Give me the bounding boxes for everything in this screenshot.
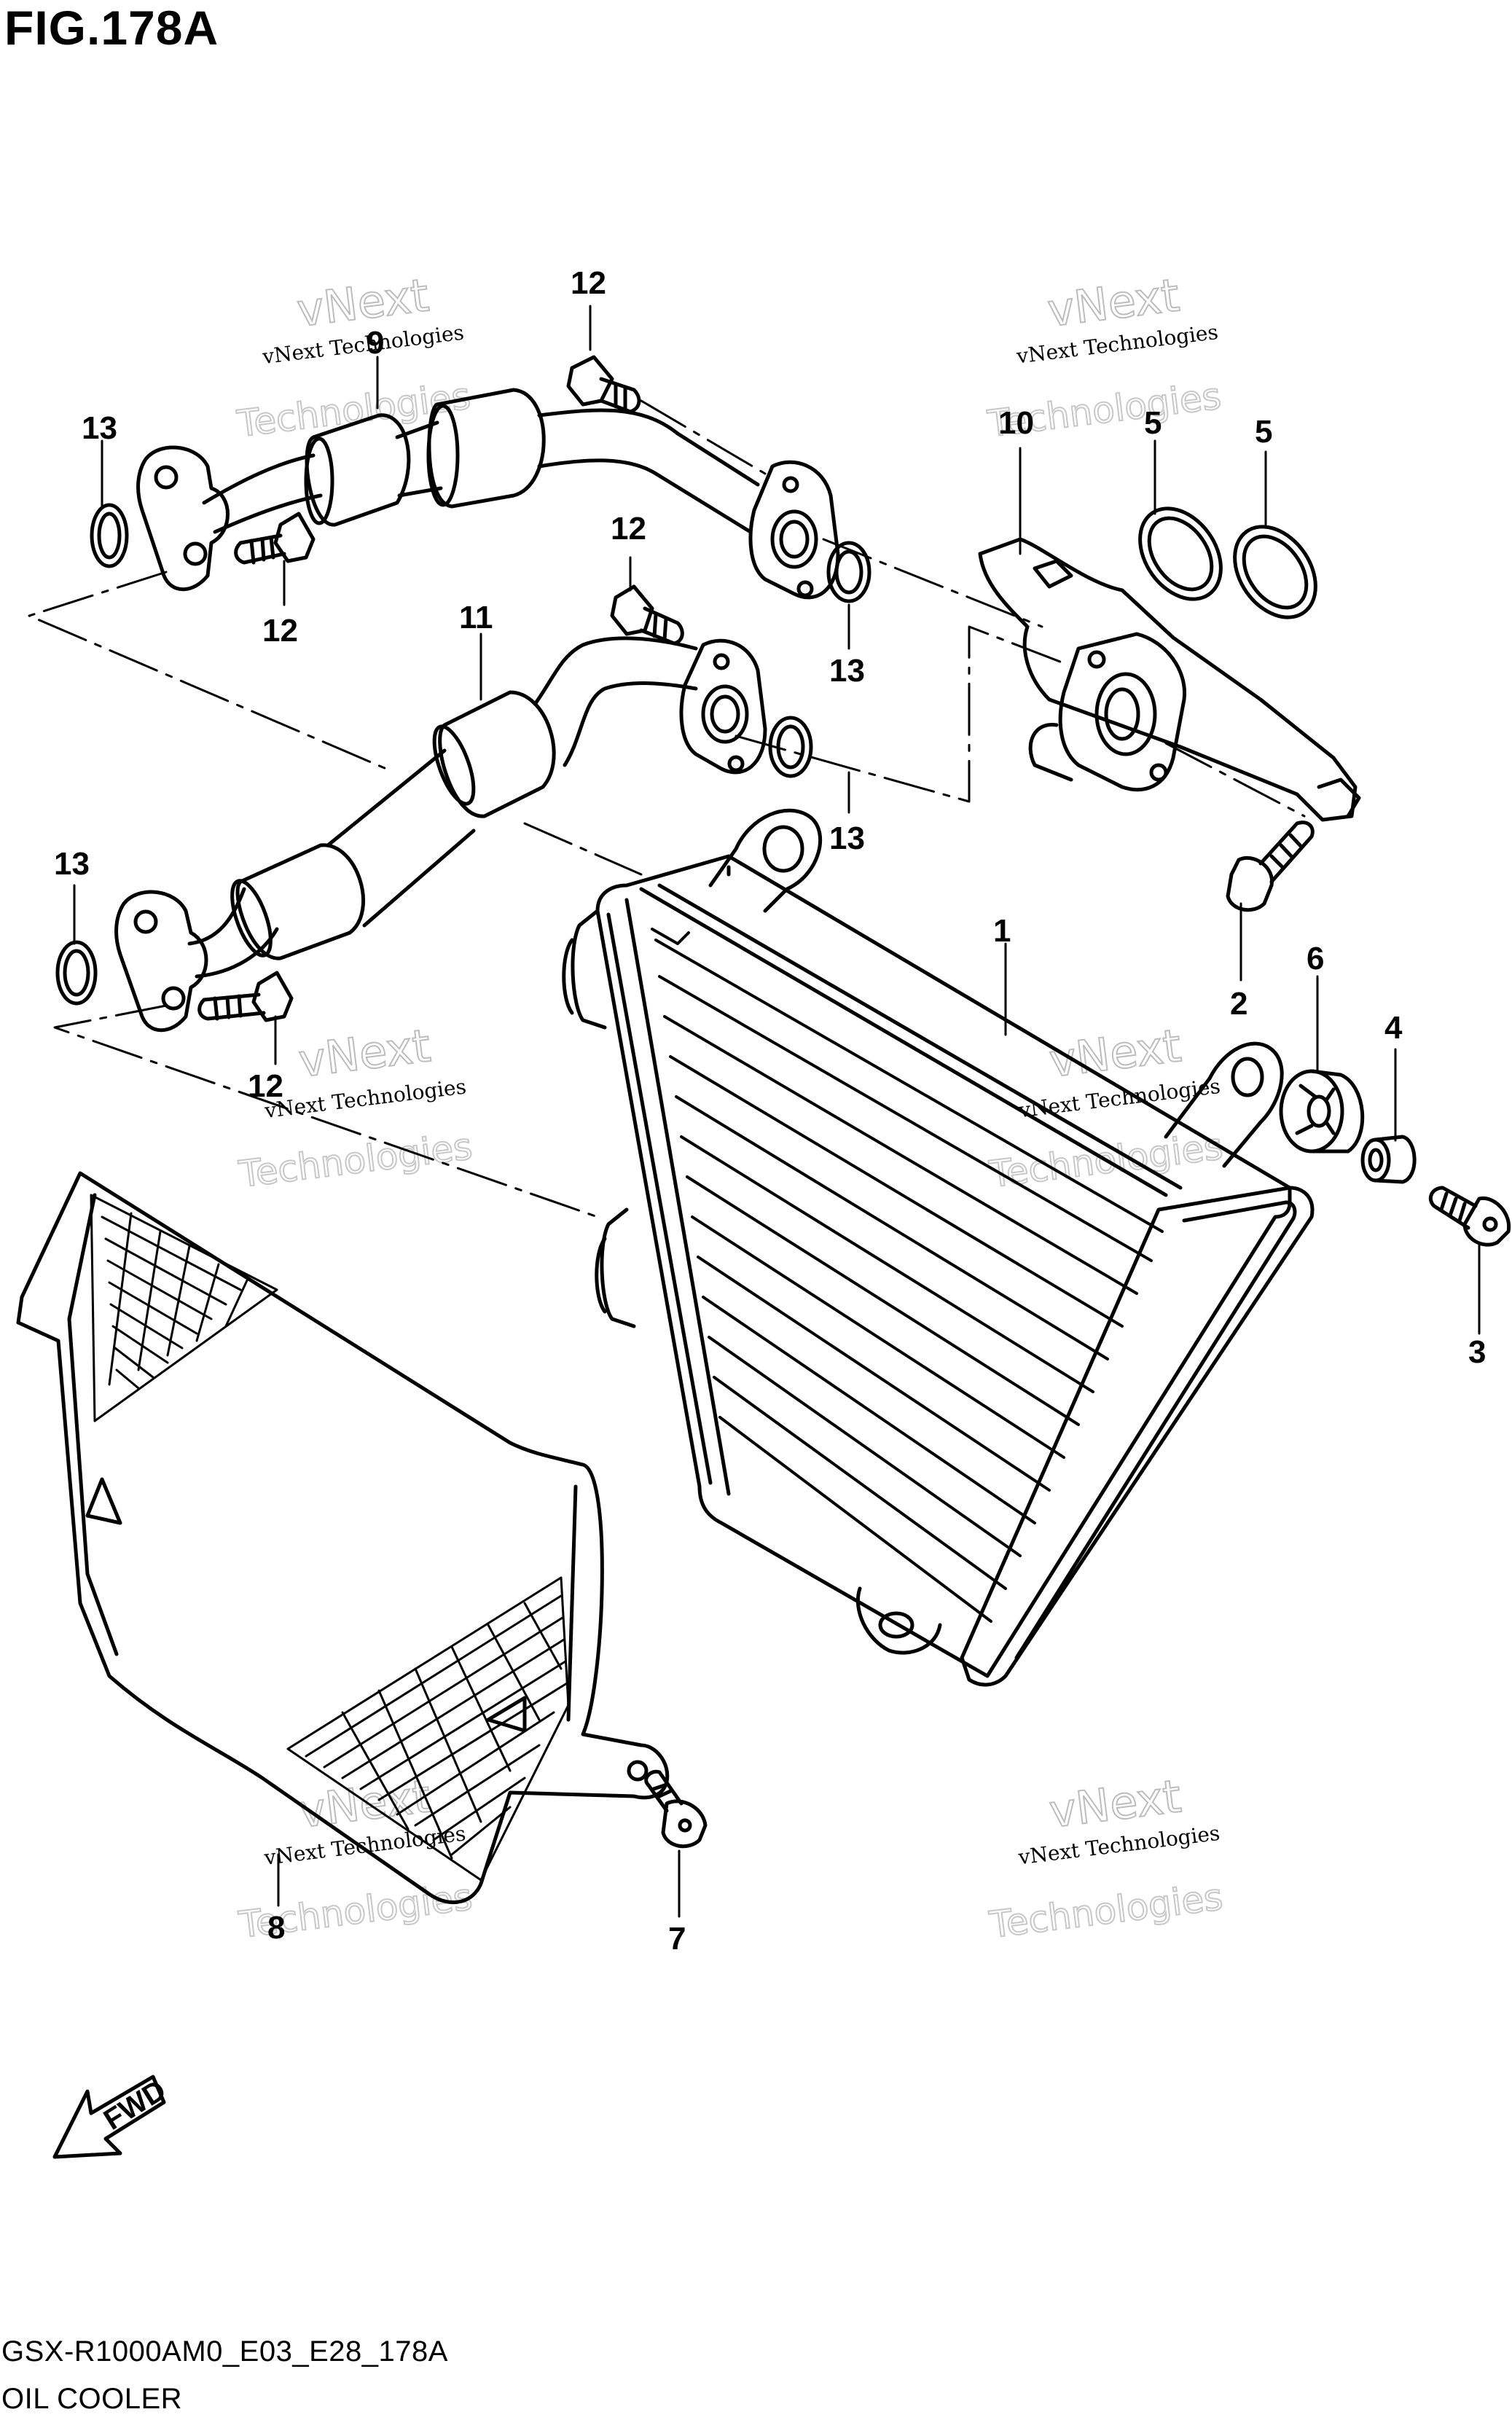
bolt-2 <box>1226 821 1315 912</box>
oil-hose-9 <box>136 388 840 600</box>
watermark-top-left: vNext Technologies vNext Technologies <box>234 267 474 446</box>
callout-7: 7 <box>668 1921 686 1957</box>
callout-8: 8 <box>267 1910 285 1946</box>
callout-12-top: 12 <box>571 265 606 301</box>
watermark-bottom-right: vNext Technologies vNext Technologies <box>986 1769 1226 1947</box>
svg-text:vNext Technologies: vNext Technologies <box>262 1074 467 1123</box>
o-ring-5-left <box>1138 506 1223 601</box>
callout-9: 9 <box>367 325 384 361</box>
bolt-7 <box>644 1769 708 1849</box>
collar-4 <box>1360 1135 1417 1184</box>
bolt-12-top <box>566 355 641 414</box>
callout-13-lower-left: 13 <box>54 846 90 882</box>
svg-text:Technologies: Technologies <box>987 1876 1225 1946</box>
callout-3: 3 <box>1468 1334 1486 1370</box>
callout-10: 10 <box>998 405 1034 441</box>
oil-cooler-fins <box>651 928 1164 1623</box>
grommet-6 <box>1279 1069 1365 1154</box>
watermark-bottom-left: vNext Technologies vNext Technologies <box>235 1769 475 1947</box>
o-ring-5-right <box>1233 525 1317 619</box>
oil-cooler-1 <box>562 808 1315 1687</box>
callout-4: 4 <box>1384 1010 1403 1046</box>
o-ring-13-lower-left <box>55 940 98 1006</box>
figure-title: FIG.178A <box>4 1 219 55</box>
callout-leaders <box>73 305 1481 1918</box>
bolt-12-upper-left <box>234 512 316 565</box>
svg-text:vNext: vNext <box>1046 1019 1184 1088</box>
svg-text:vNext Technologies: vNext Technologies <box>1017 1074 1221 1123</box>
cover-8 <box>16 1171 670 1905</box>
o-ring-13-lower-right <box>768 716 813 778</box>
svg-text:vNext: vNext <box>296 1019 434 1088</box>
callout-5-left: 5 <box>1144 405 1162 441</box>
assembly-guide-lines <box>28 399 1306 1218</box>
fwd-label: FWD <box>98 2074 172 2137</box>
callout-12-middle: 12 <box>611 511 646 547</box>
callout-13-lower-right: 13 <box>829 821 865 856</box>
svg-text:Technologies: Technologies <box>236 1125 474 1196</box>
callout-6: 6 <box>1307 941 1324 976</box>
figure-name: OIL COOLER <box>1 2383 183 2415</box>
callout-12-upper-left: 12 <box>262 613 298 649</box>
callout-2: 2 <box>1230 986 1247 1022</box>
callout-5-right: 5 <box>1255 414 1272 450</box>
watermark-mid-left: vNext Technologies vNext Technologies <box>235 1018 475 1197</box>
bolt-3 <box>1428 1186 1511 1247</box>
bracket-10 <box>978 537 1361 822</box>
model-code: GSX-R1000AM0_E03_E28_178A <box>1 2335 448 2368</box>
callout-13-upper-left: 13 <box>82 410 117 446</box>
cover-mesh-lower <box>286 1576 570 1881</box>
callout-11: 11 <box>459 600 493 635</box>
o-ring-13-upper-right <box>826 541 871 603</box>
callout-12-lower-left: 12 <box>248 1068 283 1104</box>
callout-13-upper-right: 13 <box>829 653 865 689</box>
bolt-12-middle <box>610 584 684 646</box>
callout-1: 1 <box>993 913 1011 949</box>
callout-labels: 1 2 3 4 5 5 6 7 8 9 10 11 12 12 12 12 13… <box>54 265 1486 1957</box>
cover-mesh-upper <box>90 1194 278 1422</box>
fwd-arrow-icon <box>52 2075 166 2159</box>
bolt-12-lower-left <box>197 971 294 1022</box>
o-ring-13-upper-left <box>90 503 129 568</box>
oil-hose-11 <box>114 636 767 1033</box>
